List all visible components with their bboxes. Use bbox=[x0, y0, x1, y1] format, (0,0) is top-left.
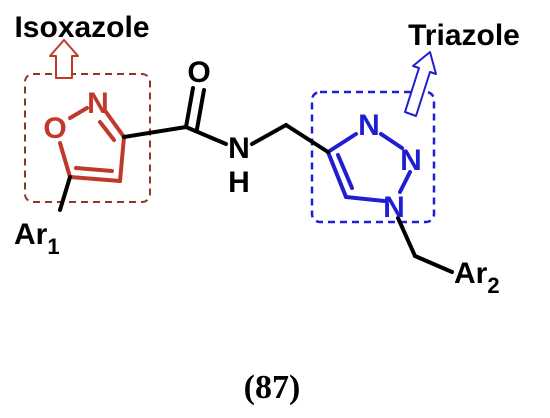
aryl-1-subscript: 1 bbox=[47, 234, 59, 259]
amide-hydrogen: H bbox=[228, 166, 250, 199]
aryl-2-subscript: 2 bbox=[487, 273, 499, 298]
carbonyl-oxygen: O bbox=[187, 56, 210, 89]
triazole-title: Triazole bbox=[408, 19, 520, 52]
isoxazole-oxygen: O bbox=[43, 112, 66, 145]
amide-nitrogen: N bbox=[228, 132, 250, 165]
backbone-bonds bbox=[58, 86, 454, 274]
isoxazole-ring bbox=[58, 106, 126, 183]
isoxazole-title: Isoxazole bbox=[14, 11, 149, 44]
isoxazole-highlight-box bbox=[24, 73, 151, 203]
isoxazole-nitrogen: N bbox=[87, 87, 109, 120]
triazole-ring bbox=[326, 132, 412, 203]
aryl-2-main: Ar bbox=[454, 257, 488, 290]
triazole-nitrogen-2: N bbox=[400, 144, 422, 177]
aryl-2-label: Ar2 bbox=[454, 257, 500, 298]
triazole-nitrogen-3: N bbox=[358, 109, 380, 142]
up-arrow-icon bbox=[49, 39, 79, 79]
triazole-highlight-box bbox=[310, 90, 436, 224]
compound-number: (87) bbox=[244, 369, 301, 406]
aryl-1-label: Ar1 bbox=[14, 218, 60, 259]
up-right-arrow-icon bbox=[404, 51, 437, 117]
triazole-nitrogen-1: N bbox=[383, 191, 405, 224]
aryl-1-main: Ar bbox=[14, 218, 48, 251]
